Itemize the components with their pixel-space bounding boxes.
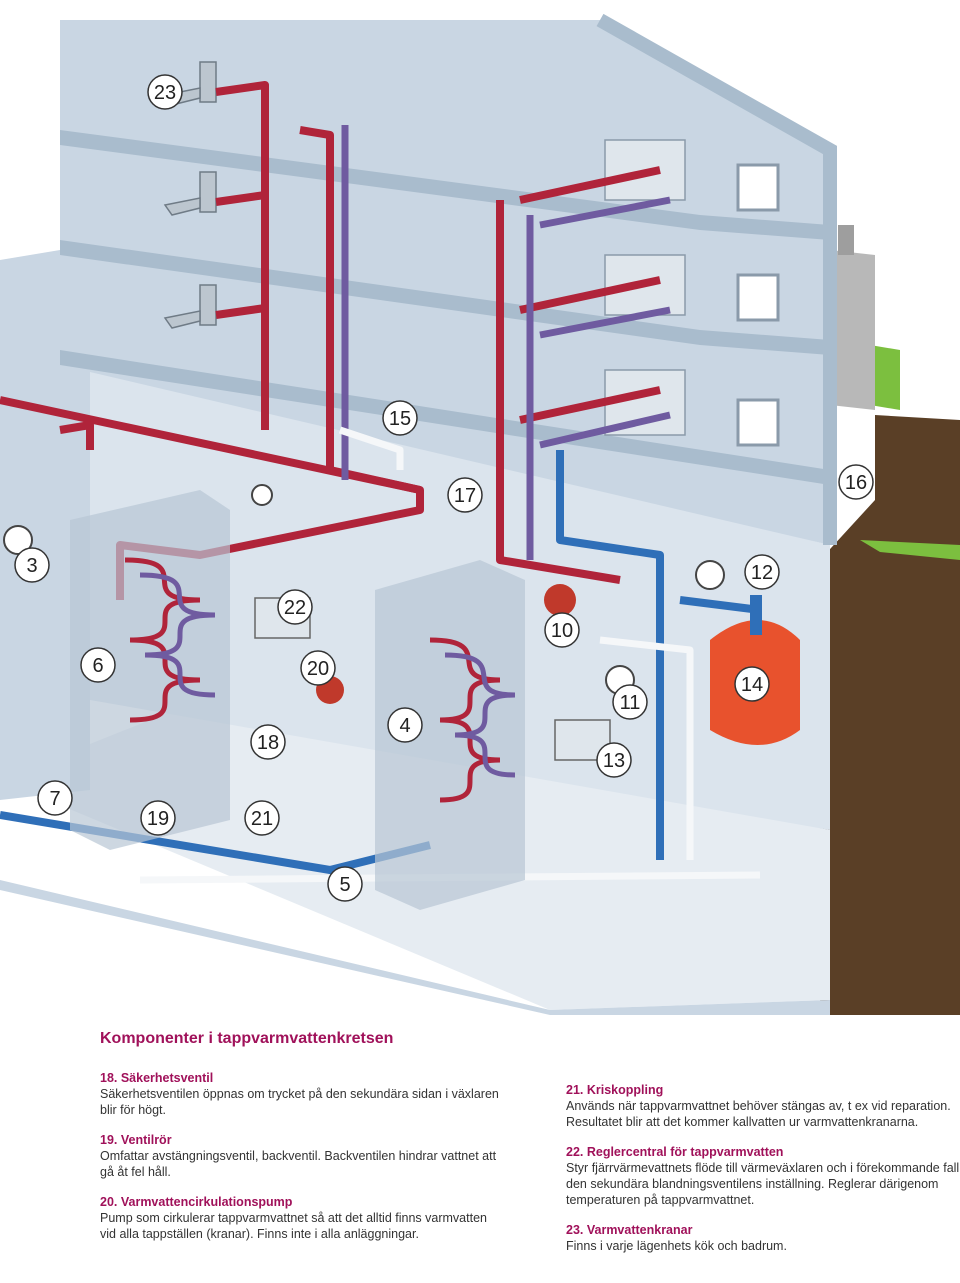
number-badge-7 bbox=[37, 780, 73, 816]
number-badge-5 bbox=[327, 866, 363, 902]
legend-column-left: 18. Säkerhetsventil Säkerhetsventilen öp… bbox=[100, 1070, 500, 1256]
number-badge-4 bbox=[387, 707, 423, 743]
soil bbox=[820, 415, 960, 1015]
legend-item-desc: Säkerhetsventilen öppnas om trycket på d… bbox=[100, 1087, 499, 1117]
number-badge-label: 7 bbox=[49, 788, 60, 810]
grass bbox=[870, 345, 900, 410]
legend-item-desc: Finns i varje lägenhets kök och badrum. bbox=[566, 1239, 787, 1253]
number-badge-12 bbox=[744, 554, 780, 590]
number-badge-23 bbox=[147, 74, 183, 110]
building-roof-edge bbox=[596, 13, 837, 545]
number-badge-label: 12 bbox=[751, 562, 773, 584]
number-badge-20 bbox=[300, 650, 336, 686]
number-badge-label: 11 bbox=[620, 692, 641, 714]
number-badge-17 bbox=[447, 477, 483, 513]
legend-item-desc: Omfattar avstängningsventil, backventil.… bbox=[100, 1149, 497, 1179]
number-badge-15 bbox=[382, 400, 418, 436]
number-badge-11 bbox=[612, 684, 648, 720]
number-badge-label: 13 bbox=[603, 750, 625, 772]
legend-item-19: 19. Ventilrör Omfattar avstängningsventi… bbox=[100, 1132, 500, 1180]
windows bbox=[736, 163, 780, 447]
legend-item-desc: Används när tappvarmvattnet behöver stän… bbox=[566, 1099, 951, 1129]
number-badge-label: 15 bbox=[389, 408, 411, 430]
number-badges: 23 15 17 16 3 12 22 10 6 20 14 4 11 18 13 7 19 21 5 bbox=[14, 74, 874, 902]
number-badge-label: 20 bbox=[307, 658, 329, 680]
number-badge-label: 21 bbox=[251, 808, 273, 830]
left-wall bbox=[0, 245, 90, 800]
number-badge-label: 17 bbox=[454, 485, 476, 507]
number-badge-label: 5 bbox=[339, 874, 350, 896]
number-badge-label: 18 bbox=[257, 732, 279, 754]
number-badge-label: 6 bbox=[92, 655, 103, 677]
legend-item-23: 23. Varmvattenkranar Finns i varje lägen… bbox=[566, 1222, 960, 1254]
number-badge-10 bbox=[544, 612, 580, 648]
legend-column-right: 21. Kriskoppling Används när tappvarmvat… bbox=[566, 1082, 960, 1268]
legend-item-title: 20. Varmvattencirkulationspump bbox=[100, 1195, 293, 1209]
grass bbox=[860, 540, 960, 560]
building-cutaway-diagram: 23 15 17 16 3 12 22 10 6 20 14 4 11 18 13 7 19 21 5 bbox=[0, 13, 960, 1015]
legend-item-title: 18. Säkerhetsventil bbox=[100, 1071, 214, 1085]
legend-item-22: 22. Reglercentral för tappvarmvatten Sty… bbox=[566, 1144, 960, 1208]
faucets bbox=[163, 61, 217, 329]
number-badge-14 bbox=[734, 666, 770, 702]
legend-item-title: 19. Ventilrör bbox=[100, 1133, 172, 1147]
number-badge-18 bbox=[250, 724, 286, 760]
number-badge-label: 10 bbox=[551, 620, 573, 642]
components-legend: Komponenter i tappvarmvattenkretsen 18. … bbox=[100, 1030, 959, 1253]
heat-exchanger-left bbox=[70, 490, 230, 850]
legend-title: Komponenter i tappvarmvattenkretsen bbox=[100, 1030, 394, 1047]
legend-item-title: 23. Varmvattenkranar bbox=[566, 1223, 693, 1237]
floor-slabs bbox=[60, 130, 830, 485]
heat-exchanger-right bbox=[375, 560, 525, 910]
chimney bbox=[838, 225, 854, 255]
neighbor-house bbox=[830, 250, 875, 410]
number-badge-label: 19 bbox=[147, 808, 169, 830]
number-badge-3 bbox=[14, 547, 50, 583]
number-badge-label: 16 bbox=[845, 472, 867, 494]
number-badge-label: 4 bbox=[399, 715, 410, 737]
number-badge-19 bbox=[140, 800, 176, 836]
legend-item-20: 20. Varmvattencirkulationspump Pump som … bbox=[100, 1194, 500, 1242]
number-badge-13 bbox=[596, 742, 632, 778]
legend-item-21: 21. Kriskoppling Används när tappvarmvat… bbox=[566, 1082, 960, 1130]
number-badge-16 bbox=[838, 464, 874, 500]
number-badge-label: 22 bbox=[284, 597, 306, 619]
number-badge-21 bbox=[244, 800, 280, 836]
legend-item-18: 18. Säkerhetsventil Säkerhetsventilen öp… bbox=[100, 1070, 500, 1118]
number-badge-label: 23 bbox=[154, 82, 176, 104]
legend-item-desc: Styr fjärrvärmevattnets flöde till värme… bbox=[566, 1161, 960, 1207]
number-badge-label: 3 bbox=[26, 555, 37, 577]
return-pipes bbox=[341, 125, 671, 560]
number-badge-22 bbox=[277, 589, 313, 625]
legend-item-desc: Pump som cirkulerar tappvarmvattnet så a… bbox=[100, 1211, 487, 1241]
number-badge-6 bbox=[80, 647, 116, 683]
pump-10 bbox=[544, 584, 576, 616]
legend-item-title: 21. Kriskoppling bbox=[566, 1083, 664, 1097]
number-badge-label: 14 bbox=[741, 674, 763, 696]
legend-item-title: 22. Reglercentral för tappvarmvatten bbox=[566, 1145, 784, 1159]
